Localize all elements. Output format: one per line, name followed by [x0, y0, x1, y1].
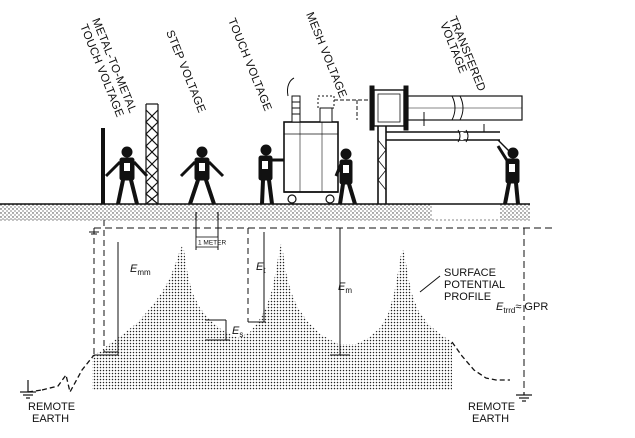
header-metal-to-metal: METAL-TO-METAL TOUCH VOLTAGE [77, 17, 138, 119]
remote-earth-left: REMOTE EARTH [28, 401, 75, 425]
header-step-voltage: STEP VOLTAGE [163, 29, 207, 115]
header-touch-voltage: TOUCH VOLTAGE [225, 17, 273, 113]
label-e-s: Es [232, 325, 243, 339]
bus-structure [334, 85, 523, 204]
surface-label-line3: PROFILE [444, 291, 491, 303]
label-e-t: Et [256, 261, 266, 275]
surface-label-line2: POTENTIAL [444, 279, 505, 291]
surface-potential-profile-curve [41, 341, 510, 394]
transformer [283, 77, 339, 204]
ground-surface [0, 203, 530, 221]
fence-post [101, 128, 105, 204]
ground-symbol-grid [89, 228, 99, 235]
lattice-tower [145, 103, 159, 205]
person-step-voltage [179, 146, 225, 205]
surface-potential-area [92, 244, 452, 390]
person-metal-to-metal [104, 146, 149, 205]
header-mesh-voltage: MESH VOLTAGE [303, 11, 348, 100]
remote-earth-left-line2: EARTH [32, 413, 69, 425]
header-transfered-voltage: TRANSFERED VOLTAGE [437, 15, 487, 94]
remote-earth-right-line1: REMOTE [468, 401, 515, 413]
measurement-lines [93, 220, 525, 392]
person-touch-voltage [258, 144, 284, 205]
surface-potential-profile-label: SURFACE POTENTIAL PROFILE [444, 267, 505, 303]
label-e-m: Em [338, 281, 352, 295]
meter-marker: 1 METER [195, 212, 226, 250]
ground-symbol-left [20, 380, 36, 399]
remote-earth-right: REMOTE EARTH [468, 401, 515, 425]
person-transferred-voltage [496, 145, 520, 205]
label-e-mm: Emm [130, 263, 151, 277]
surface-label-line1: SURFACE [444, 267, 496, 279]
ground-symbol-right [516, 392, 532, 402]
label-e-trrd: Etrrd≈ GPR [496, 301, 548, 315]
remote-earth-left-line1: REMOTE [28, 401, 75, 413]
person-mesh-voltage [334, 148, 357, 205]
remote-earth-right-line2: EARTH [472, 413, 509, 425]
meter-label: 1 METER [198, 240, 226, 247]
